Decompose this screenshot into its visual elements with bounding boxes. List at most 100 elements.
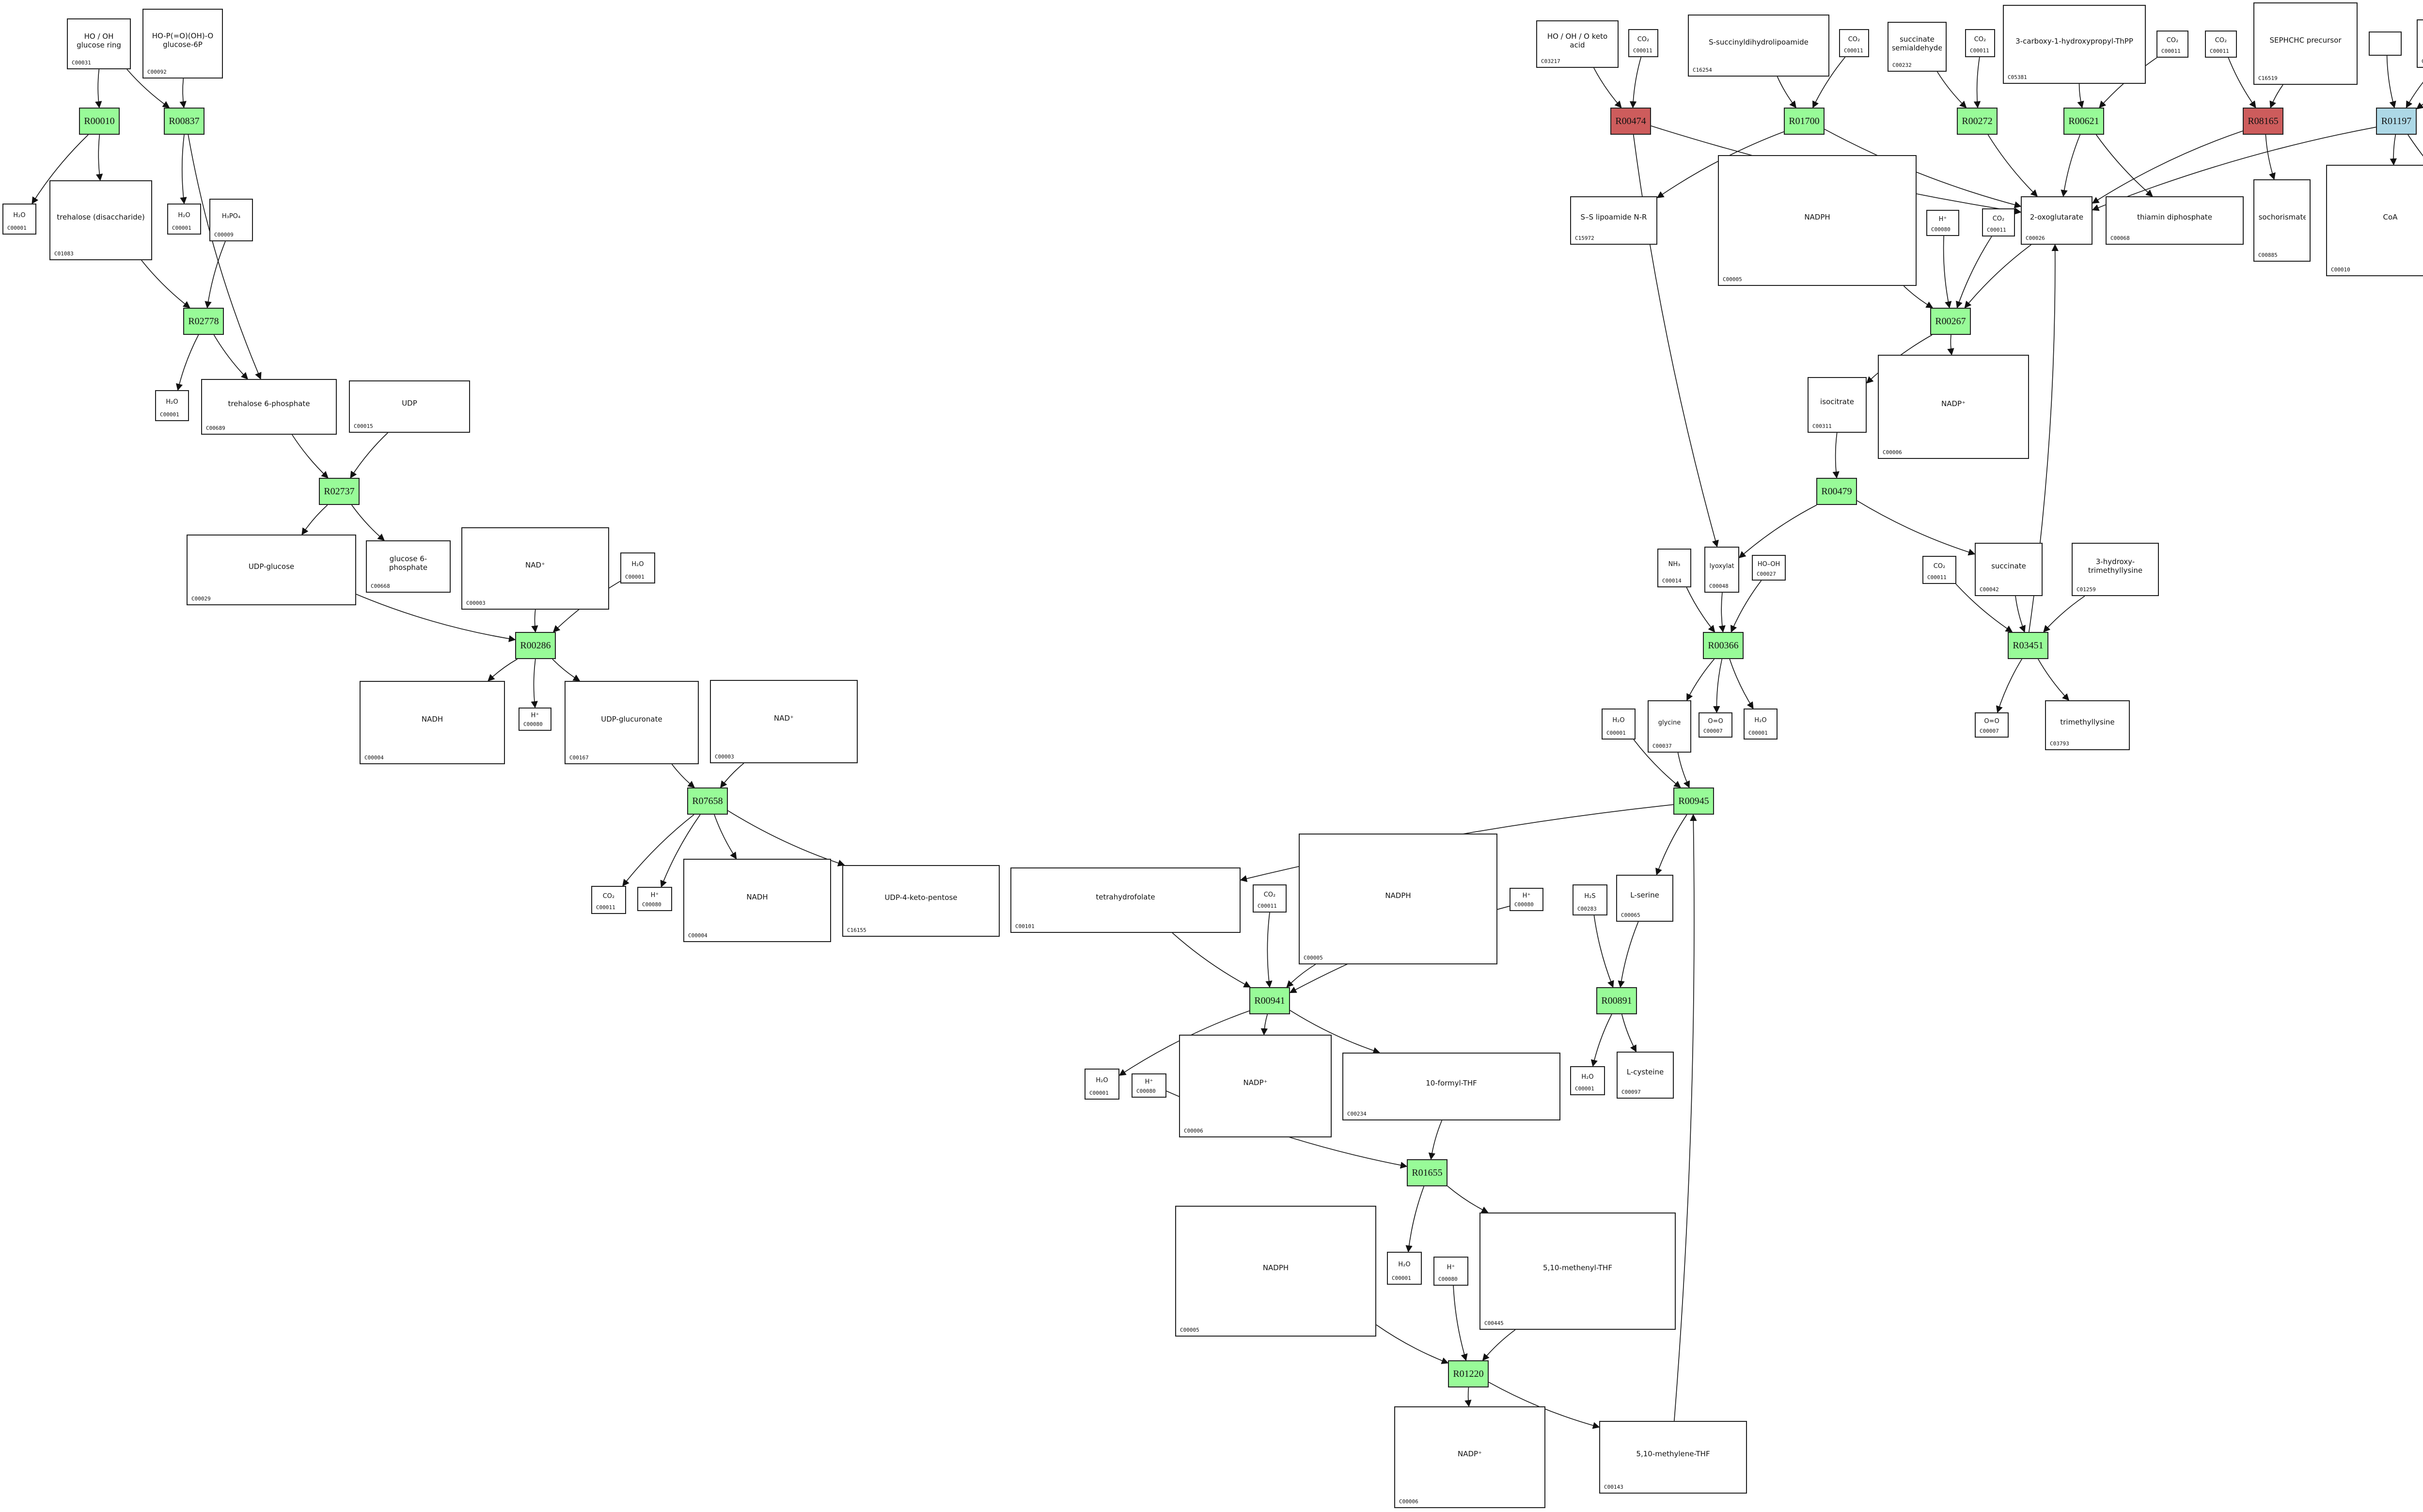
reaction-node-r00837[interactable]: R00837 bbox=[164, 108, 205, 135]
compound-node-c00080[interactable]: H⁺C00080 bbox=[1926, 210, 1959, 236]
reaction-node-r03451[interactable]: R03451 bbox=[2008, 632, 2048, 659]
compound-node-c00003[interactable]: NAD⁺C00003 bbox=[710, 680, 858, 763]
compound-structure: HO–OH bbox=[1757, 560, 1780, 568]
reaction-node-r00474[interactable]: R00474 bbox=[1610, 108, 1651, 135]
edge-c25-to-R01700 bbox=[1812, 57, 1846, 109]
compound-node-c00003[interactable]: NAD⁺C00003 bbox=[461, 527, 609, 610]
compound-node-c00006[interactable]: NADP⁺C00006 bbox=[1878, 355, 2029, 459]
reaction-node-r01197[interactable]: R01197 bbox=[2376, 108, 2417, 135]
compound-node-c00080[interactable]: H⁺C00080 bbox=[637, 887, 672, 911]
reaction-node-r00941[interactable]: R00941 bbox=[1249, 987, 1290, 1014]
compound-node-c00048[interactable]: glyoxylateC00048 bbox=[1704, 547, 1739, 593]
reaction-node-r01220[interactable]: R01220 bbox=[1448, 1360, 1489, 1387]
compound-node-c00006[interactable]: NADP⁺C00006 bbox=[1179, 1035, 1332, 1137]
compound-node-unlabeled[interactable] bbox=[2369, 32, 2402, 56]
reaction-node-r00621[interactable]: R00621 bbox=[2063, 108, 2104, 135]
reaction-node-r00010[interactable]: R00010 bbox=[79, 108, 120, 135]
reaction-node-r08165[interactable]: R08165 bbox=[2243, 108, 2283, 135]
compound-node-c00006[interactable]: NADP⁺C00006 bbox=[1394, 1406, 1545, 1508]
reaction-node-r01655[interactable]: R01655 bbox=[1407, 1159, 1448, 1186]
compound-node-c00080[interactable]: H⁺C00080 bbox=[1433, 1257, 1468, 1286]
reaction-node-r01700[interactable]: R01700 bbox=[1784, 108, 1825, 135]
compound-node-c00080[interactable]: H⁺C00080 bbox=[1510, 888, 1543, 911]
reaction-node-r00272[interactable]: R00272 bbox=[1957, 108, 1998, 135]
edge-R00891-to-c68 bbox=[1590, 1014, 1612, 1067]
compound-structure: CO₂ bbox=[1992, 215, 2005, 223]
reaction-node-r00366[interactable]: R00366 bbox=[1703, 632, 1744, 659]
compound-structure: NADP⁺ bbox=[1941, 399, 1966, 408]
reaction-node-r02778[interactable]: R02778 bbox=[183, 308, 224, 335]
compound-node-c00091[interactable]: HO-succinyl-S-CoAC00091 bbox=[2417, 19, 2423, 68]
compound-node-c01083[interactable]: trehalose (disaccharide)C01083 bbox=[49, 180, 152, 260]
reaction-node-r00479[interactable]: R00479 bbox=[1816, 478, 1857, 505]
reaction-node-r00286[interactable]: R00286 bbox=[515, 632, 556, 659]
compound-node-c00080[interactable]: H⁺C00080 bbox=[1132, 1073, 1166, 1098]
reaction-node-r00267[interactable]: R00267 bbox=[1930, 308, 1971, 335]
compound-node-c00080[interactable]: H⁺C00080 bbox=[519, 708, 551, 731]
reaction-node-r07658[interactable]: R07658 bbox=[687, 788, 728, 815]
reaction-node-r02737[interactable]: R02737 bbox=[319, 478, 360, 505]
reaction-node-r00945[interactable]: R00945 bbox=[1673, 788, 1714, 815]
reaction-node-r00891[interactable]: R00891 bbox=[1596, 987, 1637, 1014]
compound-structure: H₂O bbox=[1096, 1077, 1108, 1085]
